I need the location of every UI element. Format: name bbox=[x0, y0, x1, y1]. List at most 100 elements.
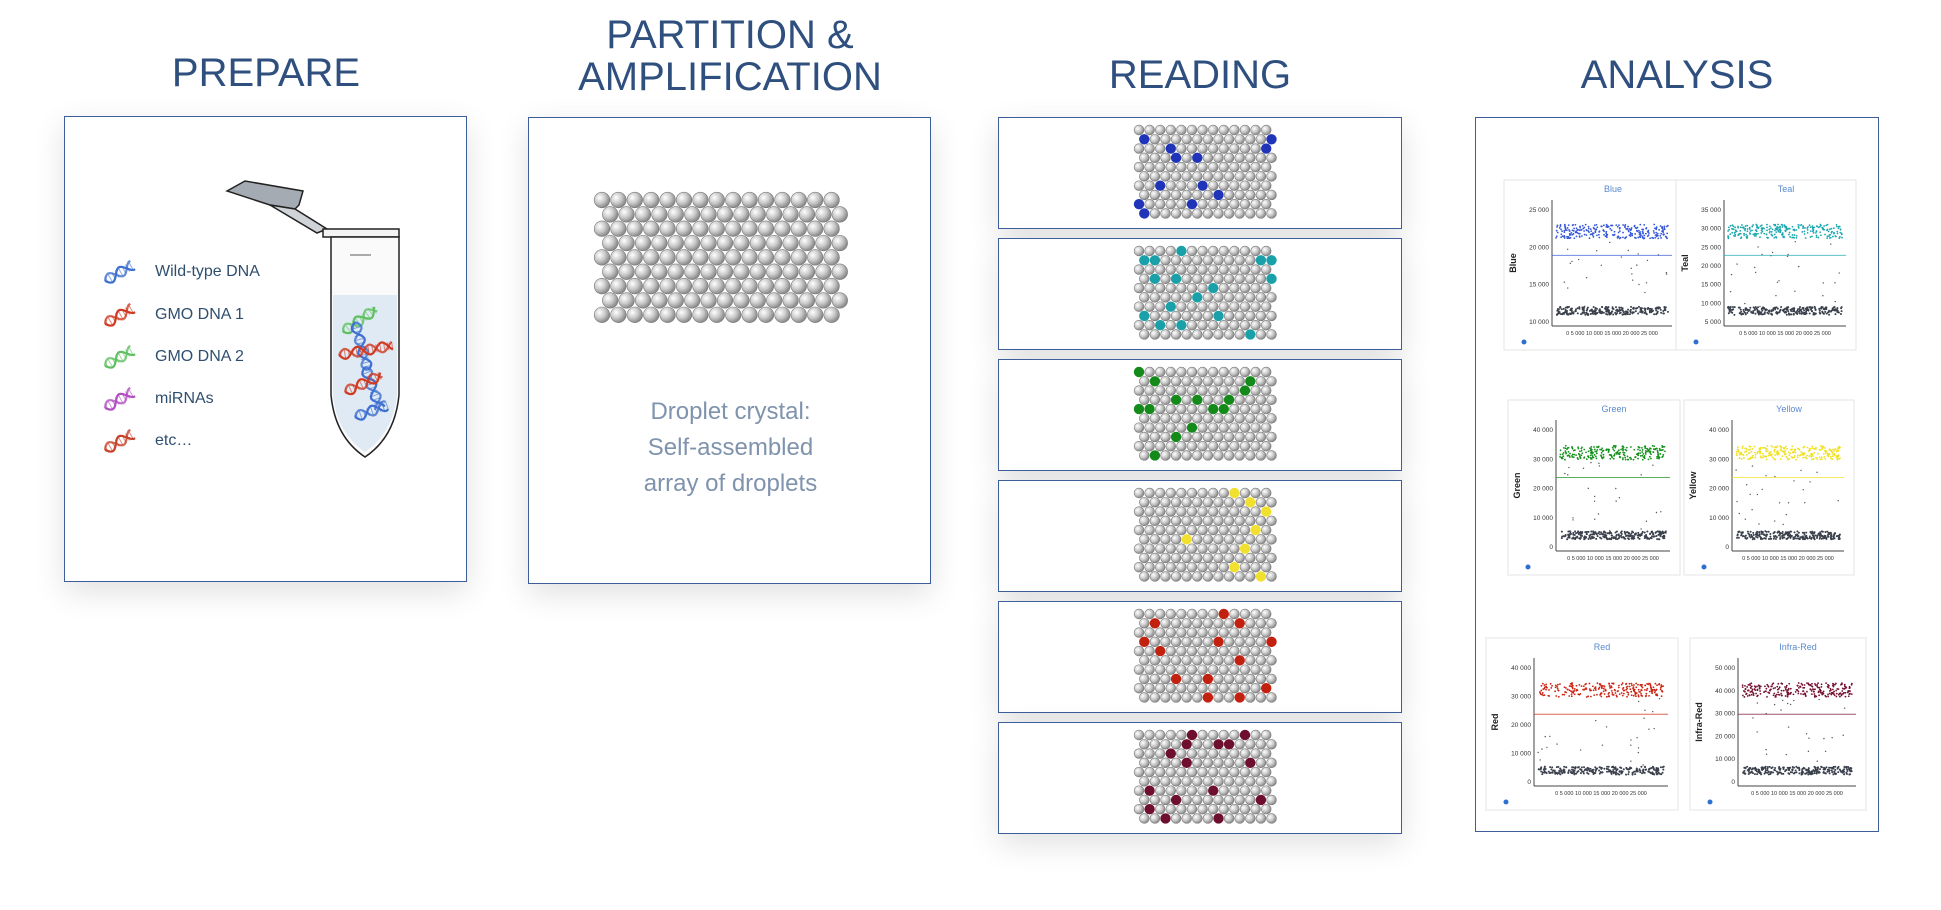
droplet bbox=[1255, 394, 1267, 406]
droplet bbox=[1133, 748, 1145, 759]
droplet bbox=[1186, 440, 1198, 452]
droplet bbox=[1202, 794, 1214, 806]
droplet bbox=[1155, 161, 1166, 173]
droplet bbox=[618, 292, 635, 309]
droplet bbox=[1229, 440, 1240, 452]
droplet bbox=[1223, 450, 1235, 461]
droplet bbox=[1218, 766, 1230, 778]
droplet bbox=[1234, 497, 1245, 508]
droplet bbox=[1202, 134, 1214, 145]
droplet bbox=[1192, 739, 1203, 750]
droplet bbox=[1149, 776, 1161, 787]
droplet bbox=[798, 206, 816, 223]
plot-corner-icon bbox=[1693, 339, 1699, 345]
droplet bbox=[1139, 618, 1150, 629]
droplet bbox=[1144, 198, 1155, 210]
droplet bbox=[1192, 497, 1203, 508]
droplet bbox=[1186, 245, 1198, 257]
positive-droplet bbox=[1245, 757, 1256, 769]
positive-droplet bbox=[1139, 208, 1150, 219]
droplet bbox=[1155, 385, 1166, 396]
droplet bbox=[684, 234, 701, 252]
droplet bbox=[1202, 413, 1214, 424]
droplet bbox=[1266, 552, 1277, 564]
droplet bbox=[1186, 682, 1198, 694]
droplet bbox=[1261, 608, 1272, 620]
droplet bbox=[1234, 673, 1245, 685]
positive-droplet bbox=[1139, 134, 1150, 145]
droplet bbox=[1229, 366, 1240, 378]
droplet bbox=[831, 292, 848, 309]
droplet bbox=[1144, 729, 1155, 741]
droplet bbox=[1170, 292, 1182, 303]
droplet bbox=[782, 292, 799, 309]
positive-droplet bbox=[1208, 785, 1219, 796]
droplet bbox=[1186, 282, 1198, 294]
droplet bbox=[1192, 571, 1203, 582]
plot-corner-icon bbox=[1707, 799, 1713, 805]
droplet bbox=[823, 191, 840, 209]
droplet bbox=[1266, 515, 1277, 527]
droplet bbox=[634, 263, 652, 280]
positive-droplet bbox=[1255, 255, 1267, 266]
plot-ytick: 20 000 bbox=[1533, 486, 1553, 493]
droplet bbox=[1261, 543, 1272, 554]
positive-droplet bbox=[1213, 189, 1224, 201]
plot-ytick: 10 000 bbox=[1709, 515, 1729, 522]
droplet bbox=[725, 220, 742, 237]
droplet bbox=[1197, 245, 1208, 257]
droplet bbox=[807, 278, 824, 295]
helix-2-icon bbox=[103, 344, 136, 369]
droplet bbox=[1160, 189, 1171, 201]
droplet bbox=[1149, 394, 1161, 406]
plot-ytick: 40 000 bbox=[1533, 427, 1553, 434]
droplet bbox=[1239, 627, 1251, 638]
droplet bbox=[1255, 739, 1267, 750]
droplet bbox=[1197, 664, 1208, 675]
droplet bbox=[1160, 152, 1171, 164]
droplet bbox=[1133, 627, 1145, 638]
droplet bbox=[1155, 403, 1166, 415]
droplet bbox=[1176, 198, 1187, 210]
droplet bbox=[1250, 803, 1261, 815]
droplet bbox=[1213, 171, 1224, 182]
droplet bbox=[1239, 301, 1251, 312]
droplet bbox=[1208, 682, 1219, 694]
droplet bbox=[1218, 319, 1230, 331]
droplet bbox=[1133, 729, 1145, 741]
droplet bbox=[675, 191, 693, 209]
droplet bbox=[1223, 208, 1235, 219]
droplet bbox=[1223, 171, 1235, 182]
droplet bbox=[1155, 282, 1166, 294]
droplet bbox=[1245, 189, 1256, 201]
positive-droplet bbox=[1149, 273, 1161, 285]
droplet bbox=[1149, 431, 1161, 443]
droplet bbox=[1176, 161, 1187, 173]
positive-droplet bbox=[1186, 422, 1198, 433]
droplet bbox=[1223, 376, 1235, 387]
droplet bbox=[1245, 618, 1256, 629]
reading-heading: READING bbox=[1108, 53, 1292, 97]
droplet bbox=[1223, 310, 1235, 322]
droplet bbox=[790, 220, 807, 237]
positive-droplet bbox=[1202, 673, 1214, 685]
droplet bbox=[1223, 552, 1235, 564]
droplet bbox=[618, 234, 635, 252]
droplet bbox=[1208, 645, 1219, 657]
droplet bbox=[1223, 255, 1235, 266]
droplet bbox=[1266, 739, 1277, 750]
droplet bbox=[1149, 534, 1161, 545]
positive-droplet bbox=[1139, 310, 1150, 322]
droplet bbox=[1133, 543, 1145, 554]
droplet bbox=[798, 263, 816, 280]
positive-droplet bbox=[1266, 636, 1277, 648]
droplet bbox=[1170, 189, 1182, 201]
droplet bbox=[675, 306, 693, 323]
droplet bbox=[1144, 282, 1155, 294]
droplet bbox=[1218, 124, 1230, 136]
droplet bbox=[700, 234, 717, 252]
droplet bbox=[1213, 655, 1224, 666]
partition-heading: PARTITION & AMPLIFICATION bbox=[528, 14, 932, 98]
droplet bbox=[1223, 189, 1235, 201]
